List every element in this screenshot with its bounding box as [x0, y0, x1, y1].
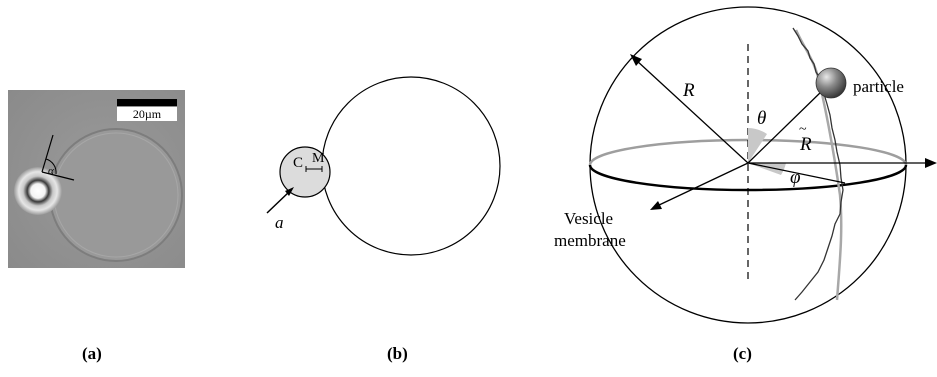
particle-image: [14, 167, 62, 215]
phi-direction-arrow: [747, 162, 846, 184]
scale-bar-label: 20µm: [133, 107, 162, 121]
particle-circle: [279, 146, 331, 198]
theta-wedge: [748, 128, 767, 163]
radius-Rtilde-arrow: [747, 89, 824, 164]
sphere-diagram-panel: R θ R ~ φ particle Vesicle membrane: [540, 0, 937, 335]
phi-wedge: [748, 163, 786, 175]
label-vesicle-line1: Vesicle: [564, 209, 613, 228]
label-m: M: [312, 151, 325, 166]
membrane-contour: [792, 27, 844, 301]
caption-b: (b): [387, 344, 408, 363]
caption-c: (c): [733, 344, 752, 363]
angle-line-lower: [41, 171, 75, 181]
label-phi: φ: [790, 167, 801, 188]
radius-arrow: [266, 190, 291, 214]
micrograph-panel: α 20µm: [8, 90, 185, 268]
caption-a: (a): [82, 344, 102, 363]
vesicle-outline: [49, 128, 183, 262]
geometry-panel: C M a: [250, 70, 510, 310]
particle-ball: [815, 67, 847, 99]
label-particle: particle: [853, 77, 904, 96]
angle-alpha-label: α: [48, 165, 54, 177]
tilde-mark: ~: [799, 122, 807, 137]
label-c: C: [293, 155, 303, 171]
angle-line-upper: [41, 134, 54, 173]
radius-R-arrow: [635, 59, 749, 164]
scale-bar: [117, 99, 177, 106]
vesicle-membrane-arrow: [656, 162, 749, 207]
micrograph-image: α 20µm: [8, 90, 185, 268]
label-vesicle-line2: membrane: [554, 231, 626, 250]
vesicle-circle: [321, 76, 501, 256]
label-R: R: [682, 80, 695, 101]
label-a: a: [275, 213, 284, 232]
label-Rtilde: R: [799, 134, 812, 155]
label-theta: θ: [757, 108, 766, 129]
